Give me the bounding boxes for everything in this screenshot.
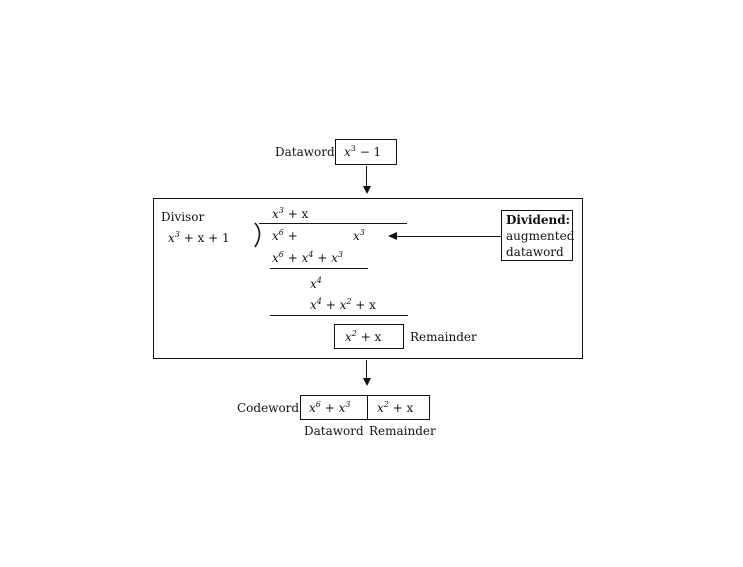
dividend-term-1: x6 + <box>272 228 298 244</box>
dividend-note-box <box>501 210 573 261</box>
quotient: x3 + x <box>272 206 309 222</box>
quotient-bar <box>259 223 407 224</box>
dividend-note-title: Dividend: <box>506 213 571 227</box>
dividend-note-line2: augmented <box>506 229 575 243</box>
arrow-line-bottom <box>366 360 367 380</box>
codeword-dataword-caption: Dataword <box>304 424 364 438</box>
subtract-bar-2 <box>270 315 408 316</box>
dividend-arrowhead <box>388 232 397 240</box>
arrowhead-bottom <box>362 378 371 386</box>
dividend-note-line3: dataword <box>506 245 564 259</box>
subtract-row-1: x6 + x4 + x3 <box>272 250 343 266</box>
remainder-label: Remainder <box>410 330 477 344</box>
top-dataword-label: Dataword <box>275 145 335 159</box>
codeword-remainder-caption: Remainder <box>369 424 436 438</box>
codeword-remainder-part: x2 + x <box>377 400 414 416</box>
division-bracket <box>254 222 261 248</box>
top-dataword-value: x3 − 1 <box>344 144 382 160</box>
arrowhead-top <box>362 186 371 194</box>
partial-remainder: x4 <box>310 276 322 292</box>
divisor-label: Divisor <box>161 210 205 224</box>
codeword-dataword-part: x6 + x3 <box>309 400 351 416</box>
divisor-poly: x3 + x + 1 <box>168 230 230 246</box>
dividend-arrow-line <box>396 235 501 237</box>
top-dataword-box <box>335 139 397 165</box>
dividend-term-2: x3 <box>353 228 365 244</box>
codeword-right-box <box>367 395 430 420</box>
division-frame <box>153 198 583 359</box>
codeword-label: Codeword <box>237 401 300 415</box>
remainder-value: x2 + x <box>345 329 382 345</box>
arrow-line-top <box>366 166 367 189</box>
subtract-bar-1 <box>270 268 368 269</box>
remainder-box <box>334 324 404 349</box>
subtract-row-2: x4 + x2 + x <box>310 297 376 313</box>
